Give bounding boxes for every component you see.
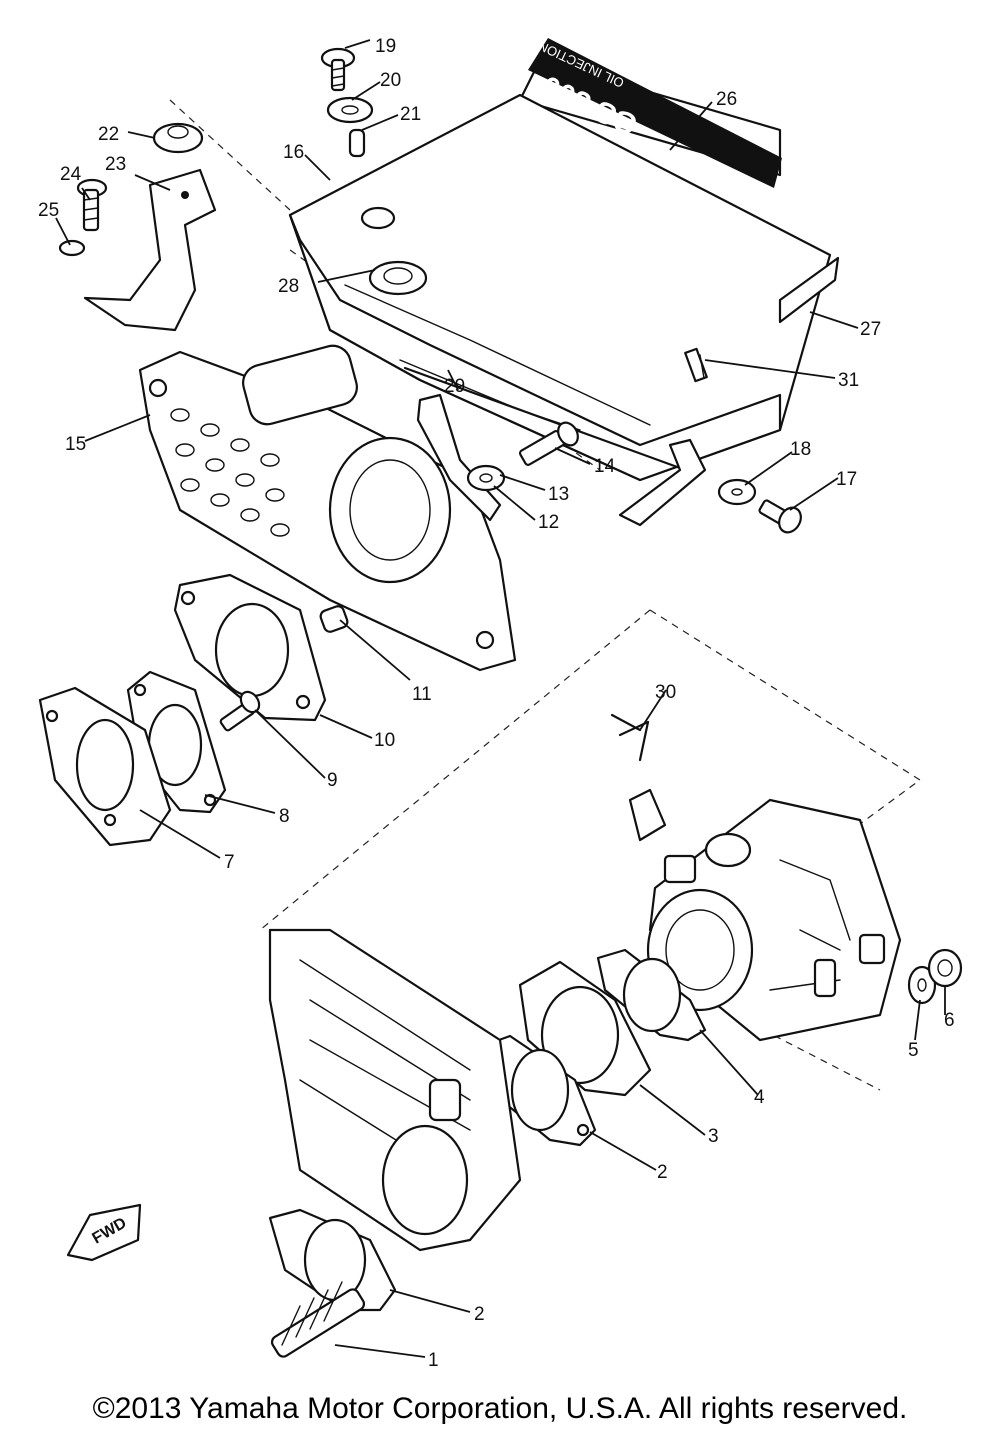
- callout-25: 25: [38, 200, 59, 221]
- grommet-28: [368, 260, 428, 296]
- callout-10: 10: [374, 730, 395, 751]
- air-cleaner-case: [138, 344, 517, 672]
- callout-2-upper: 2: [657, 1162, 668, 1183]
- callout-14: 14: [594, 456, 616, 477]
- callout-20: 20: [380, 70, 401, 91]
- nut-6: [927, 948, 963, 988]
- callout-5: 5: [908, 1040, 919, 1061]
- callout-labels: 1 2 2 3 4 5 6 7 8 9 10 11 12 13 14 15 16…: [38, 36, 955, 1371]
- trim-strip: [778, 256, 840, 324]
- callout-12: 12: [538, 512, 559, 533]
- callout-21: 21: [400, 104, 421, 125]
- callout-17: 17: [836, 469, 857, 490]
- callout-27: 27: [860, 319, 881, 340]
- case-vent-holes: [170, 408, 290, 537]
- callout-24: 24: [60, 164, 82, 185]
- callout-4: 4: [754, 1087, 765, 1108]
- callout-1: 1: [428, 1350, 439, 1371]
- bolt-14: [518, 421, 579, 466]
- washer-25: [58, 239, 86, 257]
- spacer-11: [319, 605, 349, 633]
- cover-hole: [360, 206, 396, 230]
- bolt-17: [758, 499, 802, 534]
- callout-11: 11: [412, 684, 432, 705]
- callout-29: 29: [444, 376, 465, 397]
- washer-20: [326, 96, 374, 124]
- screw-19: [320, 47, 356, 92]
- callout-7: 7: [224, 852, 235, 873]
- exploded-parts-diagram: GS 300 OIL INJECTION: [38, 36, 963, 1371]
- cylinder: [268, 928, 522, 1252]
- copyright-notice: ©2013 Yamaha Motor Corporation, U.S.A. A…: [92, 1392, 908, 1425]
- callout-13: 13: [548, 484, 569, 505]
- washer-12: [466, 464, 506, 492]
- bolt-24: [76, 178, 108, 232]
- bracket-31: [618, 438, 707, 527]
- callout-6: 6: [944, 1010, 955, 1031]
- callout-16: 16: [283, 142, 304, 163]
- callout-3: 3: [708, 1126, 719, 1147]
- callout-22: 22: [98, 124, 119, 145]
- washer-5: [907, 965, 937, 1005]
- screw-9: [219, 690, 261, 732]
- callout-26: 26: [716, 89, 737, 110]
- callout-18: 18: [790, 439, 811, 460]
- decal-gs300: GS 300 OIL INJECTION: [518, 38, 782, 188]
- nut-22: [152, 122, 204, 154]
- collar-21: [348, 128, 366, 158]
- air-cleaner-cover: [288, 93, 832, 482]
- callout-8: 8: [279, 806, 290, 827]
- callout-23: 23: [105, 154, 126, 175]
- washer-18: [717, 478, 757, 506]
- callout-28: 28: [278, 276, 299, 297]
- tube-29: [403, 366, 682, 470]
- carburetor: [628, 788, 902, 1042]
- callout-9: 9: [327, 770, 338, 791]
- stud-1: [270, 1281, 366, 1358]
- clip-30: [610, 713, 650, 762]
- callout-leader-lines: [55, 39, 946, 1358]
- callout-30: 30: [655, 682, 676, 703]
- fwd-arrow-badge: FWD: [66, 1203, 142, 1262]
- callout-2-lower: 2: [474, 1304, 485, 1325]
- bracket-23: [83, 168, 217, 332]
- callout-19: 19: [375, 36, 396, 57]
- callout-15: 15: [65, 434, 86, 455]
- callout-31: 31: [838, 370, 859, 391]
